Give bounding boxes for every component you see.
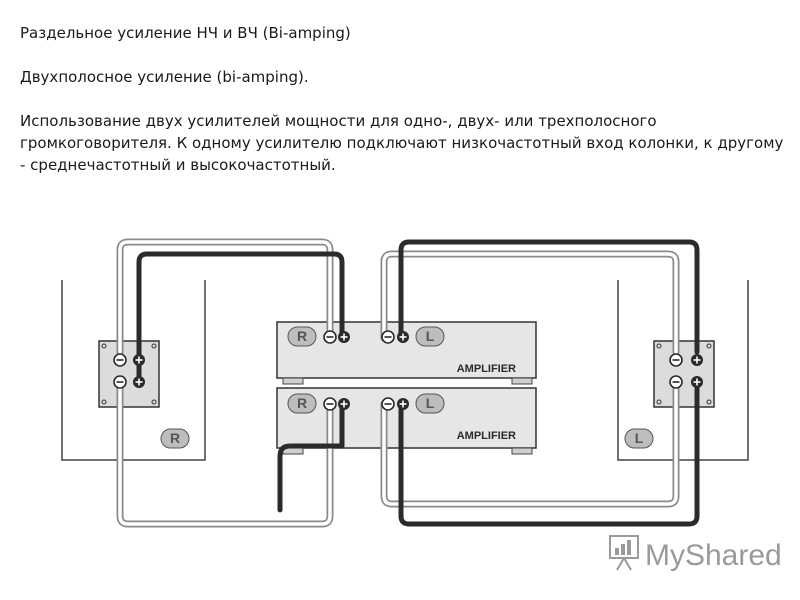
amp-top-label: AMPLIFIER bbox=[457, 363, 516, 375]
speaker-right bbox=[61, 280, 206, 461]
svg-text:L: L bbox=[426, 328, 435, 344]
speaker-left bbox=[617, 280, 749, 461]
page-title: Раздельное усиление НЧ и ВЧ (Bi-amping) bbox=[20, 24, 351, 42]
left-speaker-terminal-plate bbox=[653, 340, 715, 408]
svg-text:R: R bbox=[170, 430, 180, 446]
amp-bottom-right-channel: R bbox=[287, 393, 351, 414]
page-subtitle: Двухполосное усиление (bi-amping). bbox=[20, 68, 309, 86]
amplifier-bottom bbox=[276, 387, 537, 455]
description: Использование двух усилителей мощности д… bbox=[20, 112, 784, 174]
amp-top-left-channel: L bbox=[381, 326, 445, 347]
svg-text:L: L bbox=[635, 430, 644, 446]
svg-text:R: R bbox=[297, 395, 307, 411]
cables-light bbox=[116, 238, 680, 528]
svg-text:L: L bbox=[426, 395, 435, 411]
presentation-board-icon bbox=[609, 535, 639, 571]
right-speaker-terminal-plate bbox=[98, 340, 160, 408]
left-speaker-badge: L bbox=[624, 428, 654, 449]
amplifier-top bbox=[276, 321, 537, 385]
amp-bottom-left-channel: L bbox=[381, 393, 445, 414]
biamping-wiring-diagram: R L AMPLIFIER R L AMPLIFIER R L bbox=[61, 238, 782, 572]
cables-dark bbox=[136, 239, 700, 527]
right-speaker-badge: R bbox=[160, 428, 190, 449]
text-block: Раздельное усиление НЧ и ВЧ (Bi-amping) … bbox=[20, 22, 790, 176]
svg-text:R: R bbox=[297, 328, 307, 344]
svg-text:MyShared: MyShared bbox=[645, 539, 782, 572]
amp-bottom-label: AMPLIFIER bbox=[457, 430, 516, 442]
myshared-logo: MyShared bbox=[609, 535, 782, 572]
amp-top-right-channel: R bbox=[287, 326, 351, 347]
